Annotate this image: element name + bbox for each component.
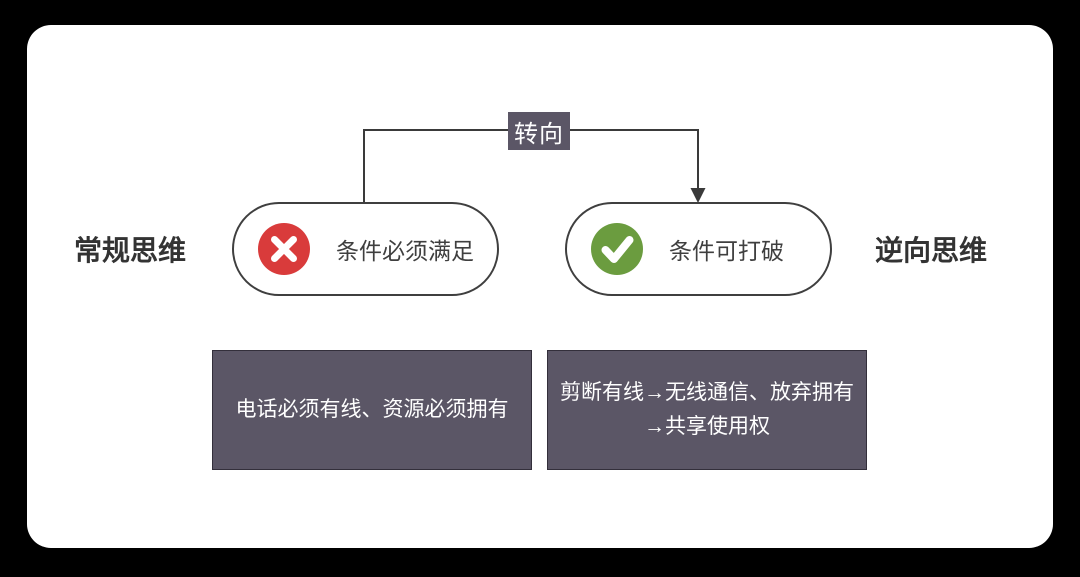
right-detail-box: 剪断有线→无线通信、放弃拥有 →共享使用权 — [547, 350, 867, 470]
left-detail-box: 电话必须有线、资源必须拥有 — [212, 350, 532, 470]
right-detail-text-line1: 剪断有线→无线通信、放弃拥有 — [560, 381, 854, 404]
turn-label: 转向 — [508, 112, 570, 150]
left-side-label: 常规思维 — [74, 235, 187, 266]
right-pill-text: 条件可打破 — [669, 238, 784, 264]
left-detail-text: 电话必须有线、资源必须拥有 — [235, 398, 509, 421]
x-circle-icon — [258, 223, 310, 275]
right-pill-node: 条件可打破 — [565, 202, 832, 296]
check-circle-icon — [591, 223, 643, 275]
right-side-label: 逆向思维 — [875, 235, 988, 266]
left-pill-node: 条件必须满足 — [232, 202, 499, 296]
right-detail-text-line2: →共享使用权 — [644, 415, 770, 438]
left-pill-text: 条件必须满足 — [336, 238, 474, 264]
